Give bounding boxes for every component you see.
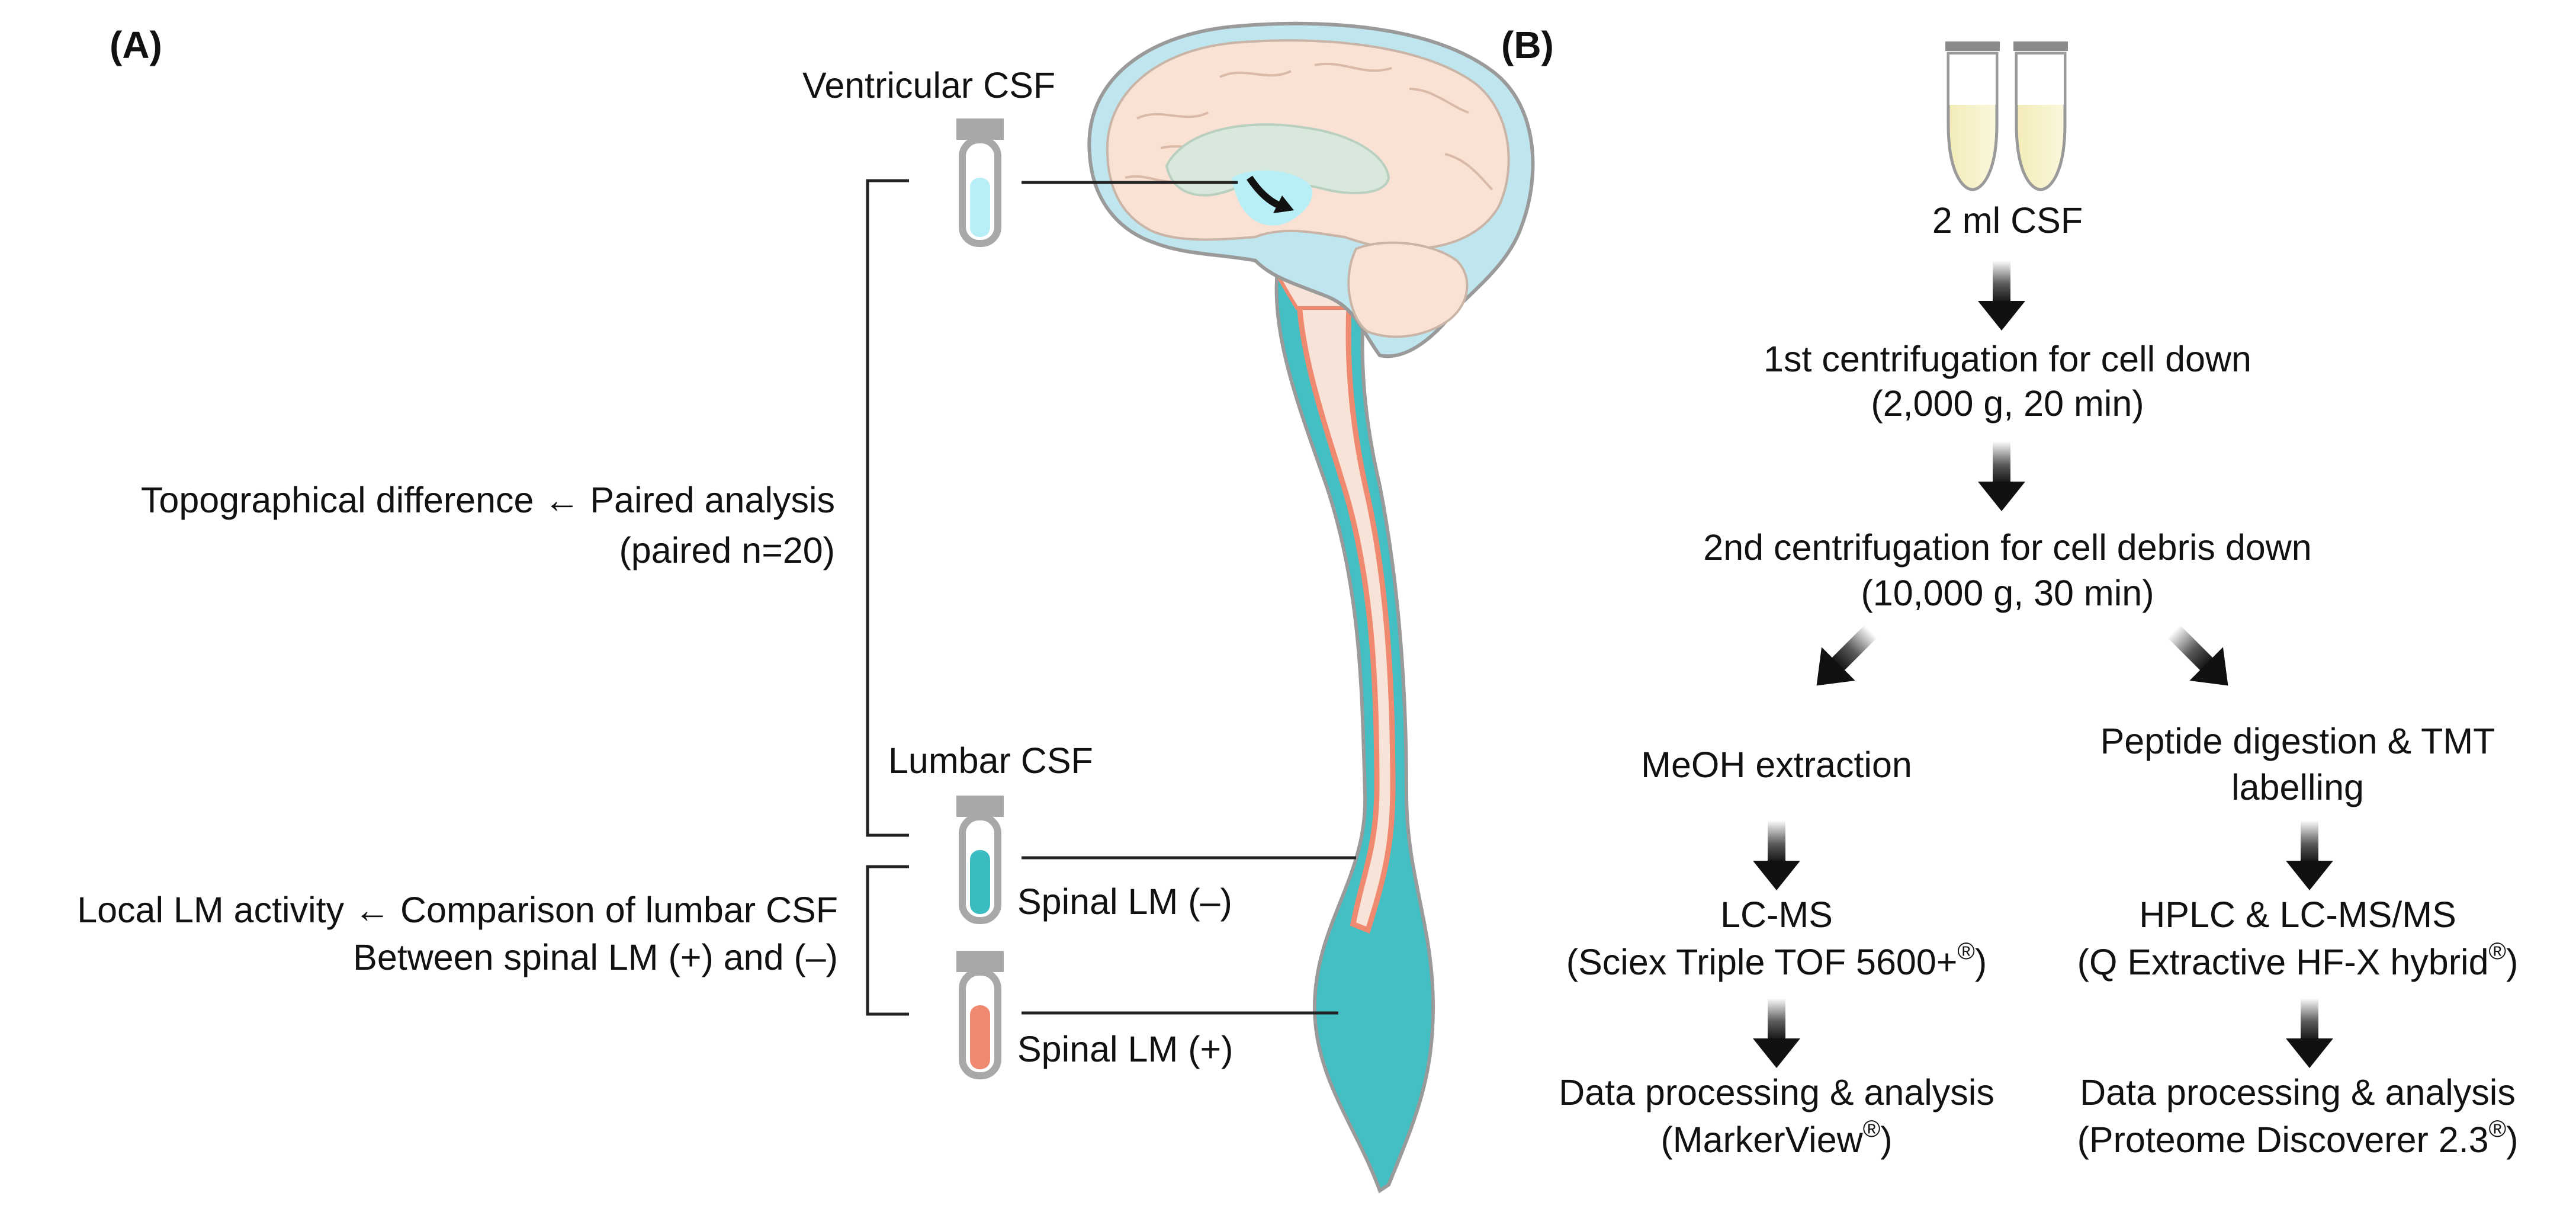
centrifugation-1-params: (2,000 g, 20 min) — [1871, 383, 2144, 424]
arrow-left-to-data — [1753, 998, 1800, 1068]
csf-flow-arrowhead — [1273, 195, 1294, 213]
lm-comparison-text: Between spinal LM (+) and (–) — [353, 937, 838, 977]
arrow-branch-left — [1816, 624, 1878, 686]
spinal-lm-positive-label: Spinal LM (+) — [1017, 1029, 1234, 1069]
ventricular-csf-label: Ventricular CSF — [802, 65, 1056, 105]
centrifugation-2-params: (10,000 g, 30 min) — [1861, 573, 2154, 613]
arrow-to-centrifugation-2 — [1978, 441, 2025, 511]
start-sample-label: 2 ml CSF — [1932, 200, 2083, 241]
arrow-left-to-lcms — [1753, 820, 1800, 890]
panel-a-label: (A) — [110, 24, 162, 66]
paired-bracket — [866, 179, 909, 837]
corpus-callosum — [1165, 123, 1390, 197]
cerebellum — [1347, 241, 1469, 338]
csf-anatomy-illustration — [1087, 21, 1535, 1194]
left-software: (MarkerView®) — [1660, 1116, 1893, 1160]
paired-n-text: (paired n=20) — [619, 530, 835, 570]
right-software: (Proteome Discoverer 2.3®) — [2077, 1116, 2519, 1160]
local-lm-activity-text: Local LM activity ← Comparison of lumbar… — [77, 890, 838, 930]
ventricular-tube — [956, 118, 1004, 247]
centrifugation-2-title: 2nd centrifugation for cell debris down — [1703, 527, 2312, 567]
arrow-branch-right — [2167, 624, 2228, 686]
spinal-lm-negative-label: Spinal LM (–) — [1017, 881, 1232, 922]
peptide-digestion-label: Peptide digestion & TMT — [2100, 721, 2495, 761]
tmt-labelling-label: labelling — [2231, 767, 2364, 807]
arrow-right-to-hplc — [2286, 820, 2333, 890]
lm-positive-tube — [956, 951, 1004, 1079]
spinal-cord — [1295, 246, 1396, 934]
left-data-processing-label: Data processing & analysis — [1559, 1072, 1994, 1112]
spinal-canal — [1274, 229, 1435, 1194]
topographical-difference-text: Topographical difference ← Paired analys… — [140, 480, 835, 520]
csf-sample-tubes — [1945, 41, 2068, 191]
lcms-instrument: (Sciex Triple TOF 5600+®) — [1566, 938, 1987, 982]
panel-a-connectors — [866, 179, 1356, 1016]
arrow-right-to-data — [2286, 998, 2333, 1068]
lumbar-bracket — [866, 865, 909, 1016]
hplc-lcmsms-label: HPLC & LC-MS/MS — [2139, 894, 2456, 935]
right-data-processing-label: Data processing & analysis — [2080, 1072, 2516, 1112]
lumbar-csf-label: Lumbar CSF — [888, 740, 1093, 781]
lm-negative-tube — [956, 796, 1004, 924]
meoh-extraction-label: MeOH extraction — [1641, 745, 1912, 785]
lcms-label: LC-MS — [1720, 894, 1833, 935]
hplc-instrument: (Q Extractive HF-X hybrid®) — [2077, 938, 2519, 982]
panel-b-label: (B) — [1501, 24, 1554, 66]
arrow-to-centrifugation-1 — [1978, 261, 2025, 331]
workflow-arrows — [1753, 261, 2333, 1068]
centrifugation-1-title: 1st centrifugation for cell down — [1764, 339, 2251, 379]
